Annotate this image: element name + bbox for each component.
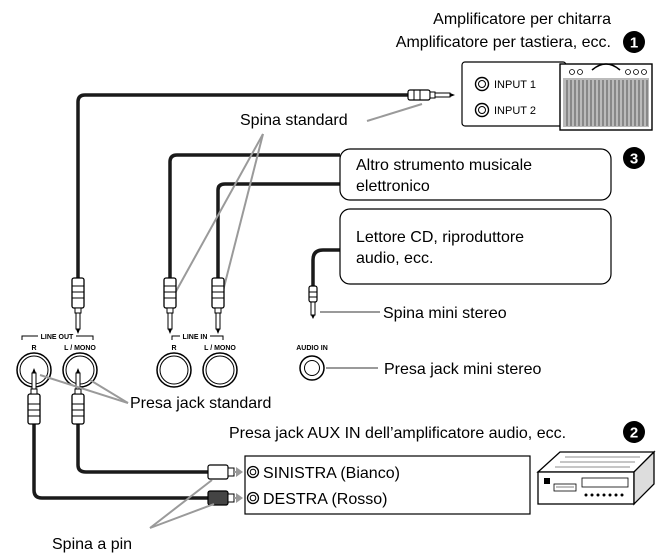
- mini-stereo-plug-label: Spina mini stereo: [383, 305, 507, 322]
- line-in-label: LINE IN: [183, 334, 208, 341]
- standard-jack-label: Presa jack standard: [130, 395, 271, 412]
- standard-plug-line-in-l-icon: [211, 277, 225, 335]
- mini-stereo-jack-label: Presa jack mini stereo: [384, 361, 541, 378]
- cable-lineout-l-to-aux: [76, 408, 208, 474]
- amp-input-2-label: INPUT 2: [494, 105, 536, 117]
- badge-2-icon: 2: [623, 421, 645, 443]
- pin-plug-red-icon: [207, 490, 243, 506]
- standard-plug-amp-icon: [407, 89, 455, 101]
- leader-pin-plug-white: [149, 479, 213, 529]
- instrument-box: [339, 148, 612, 201]
- badge-2-number: 2: [630, 425, 638, 442]
- cd-box-line2: audio, ecc.: [356, 250, 433, 267]
- aux-right-jack: [246, 491, 260, 505]
- aux-left-label: SINISTRA (Bianco): [263, 465, 400, 482]
- line-in-r-jack: [156, 352, 192, 388]
- leader-standard-jack-r: [39, 374, 129, 404]
- cable-cd-player: [311, 248, 340, 288]
- cd-box-line1: Lettore CD, riproduttore: [356, 229, 524, 246]
- standard-plug-line-in-r-icon: [163, 277, 177, 335]
- badge-3-icon: 3: [623, 147, 645, 169]
- aux-left-jack: [246, 465, 260, 479]
- audio-in-jack: [299, 355, 325, 381]
- instrument-box-line2: elettronico: [356, 178, 430, 195]
- audio-in-label: AUDIO IN: [296, 345, 328, 352]
- audio-amplifier-icon: [536, 450, 656, 506]
- aux-input-box: [244, 455, 531, 515]
- instrument-box-line1: Altro strumento musicale: [356, 157, 532, 174]
- badge-3-number: 3: [630, 151, 638, 168]
- line-in-l-mono-label: L / MONO: [204, 345, 236, 352]
- amp-title-line1: Amplificatore per chitarra: [433, 11, 611, 28]
- cable-instrument-l: [216, 182, 340, 278]
- mini-stereo-plug-icon: [308, 285, 318, 319]
- pin-plug-white-icon: [207, 464, 243, 480]
- cable-lineout-r-to-aux: [32, 408, 208, 500]
- line-out-l-mono-label: L / MONO: [64, 345, 96, 352]
- standard-plug-lineout-icon: [71, 277, 85, 335]
- line-out-r-label: R: [31, 345, 36, 352]
- line-out-label: LINE OUT: [41, 334, 74, 341]
- pin-plug-label: Spina a pin: [52, 536, 132, 553]
- line-in-bracket: [171, 335, 224, 340]
- amp-input-2-jack: [474, 102, 490, 118]
- leader-standard-plug-amp: [366, 103, 423, 122]
- line-in-l-jack: [202, 352, 238, 388]
- leader-pin-plug-red: [149, 503, 215, 529]
- leader-standard-plug-r: [173, 133, 264, 296]
- badge-1-number: 1: [630, 35, 638, 52]
- guitar-amplifier-icon: [559, 63, 653, 131]
- amp-title-line2: Amplificatore per tastiera, ecc.: [396, 34, 611, 51]
- aux-right-label: DESTRA (Rosso): [263, 491, 387, 508]
- amp-input-1-jack: [474, 76, 490, 92]
- aux-title: Presa jack AUX IN dell’amplificatore aud…: [229, 425, 566, 442]
- cable-instrument-r: [168, 153, 340, 278]
- leader-standard-jack-l: [89, 379, 129, 404]
- line-in-r-label: R: [171, 345, 176, 352]
- leader-standard-plug-l: [221, 133, 264, 296]
- badge-1-icon: 1: [623, 31, 645, 53]
- amp-input-1-label: INPUT 1: [494, 79, 536, 91]
- line-out-bracket: [21, 335, 94, 340]
- standard-plug-label: Spina standard: [240, 112, 348, 129]
- cd-player-box: [339, 208, 612, 285]
- cable-lineout-to-amp: [76, 93, 408, 278]
